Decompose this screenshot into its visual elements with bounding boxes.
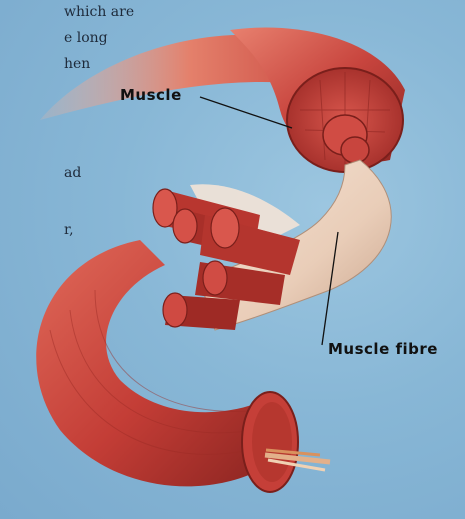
label-muscle-fibre: Muscle fibre bbox=[328, 340, 438, 358]
body-text-line-1: which are bbox=[64, 4, 134, 20]
body-text-line-3: hen bbox=[64, 56, 90, 72]
body-text-line-4: ad bbox=[64, 165, 81, 181]
label-muscle: Muscle bbox=[120, 86, 182, 104]
body-text-line-5: r, bbox=[64, 222, 74, 238]
body-text-line-2: e long bbox=[64, 30, 108, 46]
